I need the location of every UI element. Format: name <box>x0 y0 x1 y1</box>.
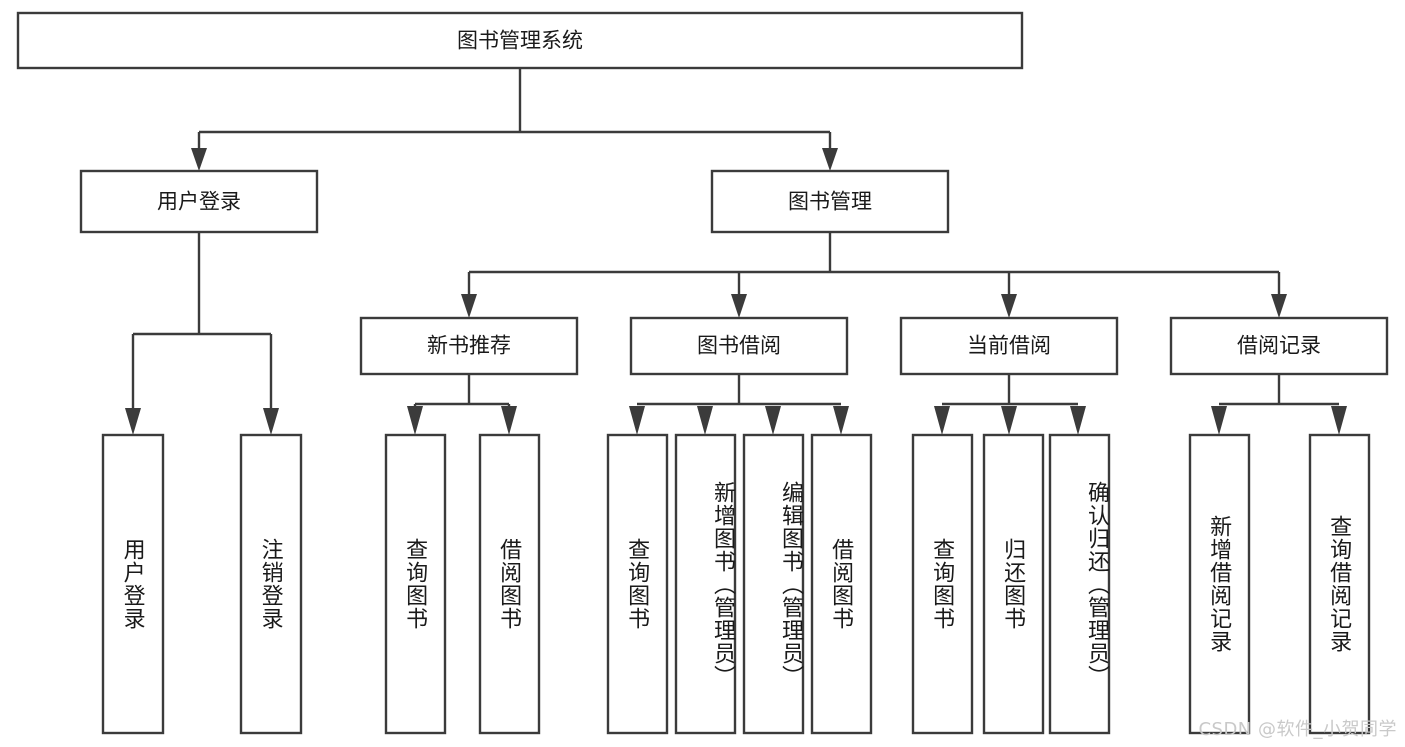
connector-group-current-borrow <box>934 374 1086 435</box>
csdn-watermark: CSDN @软件_小贺同学 <box>1198 719 1397 740</box>
arrow-to-book-manage <box>822 148 838 171</box>
arrow-to-book-borrow <box>731 294 747 318</box>
connector-group-root <box>191 68 838 171</box>
node-box-leaf-borrow-book-1[interactable] <box>478 433 541 735</box>
connector-group-user-login <box>125 232 279 435</box>
arrow-to-borrow-record <box>1271 294 1287 318</box>
node-box-new-book-recommend[interactable] <box>359 316 579 376</box>
node-box-current-borrow[interactable] <box>899 316 1119 376</box>
arrow-to-leaf-add-record <box>1211 406 1227 435</box>
node-label-user-login: 用户登录 <box>157 191 241 214</box>
arrow-to-user-login <box>191 148 207 171</box>
arrow-to-current-borrow <box>1001 294 1017 318</box>
arrow-to-leaf-user-logout <box>263 408 279 435</box>
node-box-leaf-query-book-2[interactable] <box>606 433 669 735</box>
node-box-leaf-user-login[interactable] <box>101 433 165 735</box>
node-box-leaf-add-book[interactable] <box>674 433 737 735</box>
node-box-root[interactable] <box>16 11 1024 70</box>
arrow-to-leaf-add-book <box>697 406 713 435</box>
node-label-root: 图书管理系统 <box>457 30 583 53</box>
node-box-leaf-edit-book[interactable] <box>742 433 805 735</box>
arrow-to-leaf-borrow-book-1 <box>501 406 517 435</box>
node-box-leaf-add-record[interactable] <box>1188 433 1251 735</box>
arrow-to-leaf-query-book-3 <box>934 406 950 435</box>
node-box-leaf-user-logout[interactable] <box>239 433 303 735</box>
node-box-leaf-query-book-1[interactable] <box>384 433 447 735</box>
arrow-to-leaf-return-book <box>1001 406 1017 435</box>
connector-group-borrow-record <box>1211 374 1347 435</box>
node-box-book-manage[interactable] <box>710 169 950 234</box>
node-label-book-borrow: 图书借阅 <box>697 335 781 358</box>
node-box-leaf-query-book-3[interactable] <box>911 433 974 735</box>
node-box-leaf-borrow-book-2[interactable] <box>810 433 873 735</box>
arrow-to-leaf-query-record <box>1331 406 1347 435</box>
arrow-to-leaf-user-login <box>125 408 141 435</box>
node-box-user-login[interactable] <box>79 169 319 234</box>
node-label-book-manage: 图书管理 <box>788 191 872 214</box>
node-box-leaf-confirm-return[interactable] <box>1048 433 1111 735</box>
node-box-book-borrow[interactable] <box>629 316 849 376</box>
arrow-to-leaf-edit-book <box>765 406 781 435</box>
connector-group-new-book-recommend <box>407 374 517 435</box>
arrow-to-new-book-recommend <box>461 294 477 318</box>
arrow-to-leaf-borrow-book-2 <box>833 406 849 435</box>
node-box-borrow-record[interactable] <box>1169 316 1389 376</box>
node-box-leaf-return-book[interactable] <box>982 433 1045 735</box>
node-label-current-borrow: 当前借阅 <box>967 335 1051 358</box>
node-label-new-book-recommend: 新书推荐 <box>427 335 511 358</box>
arrow-to-leaf-query-book-1 <box>407 406 423 435</box>
connector-group-book-borrow <box>629 374 849 435</box>
arrow-to-leaf-query-book-2 <box>629 406 645 435</box>
node-label-borrow-record: 借阅记录 <box>1237 335 1321 358</box>
connector-group-book-manage <box>461 232 1287 318</box>
node-box-leaf-query-record[interactable] <box>1308 433 1371 735</box>
arrow-to-leaf-confirm-return <box>1070 406 1086 435</box>
